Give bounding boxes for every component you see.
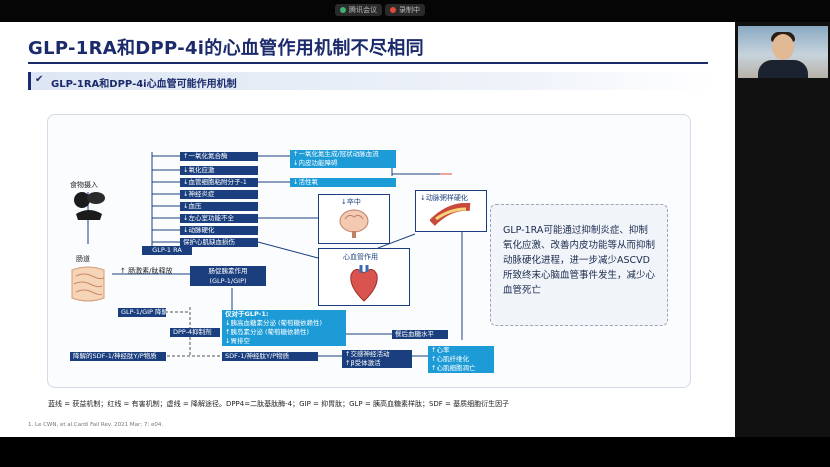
sympathetic-item: ↑β受体激活 [345,359,381,367]
effect-item: ↓血管细胞粘附分子-1 [180,178,258,187]
incretin-release-label: ↑ 肠激素/肽释放 [120,267,173,275]
sdf-active-box: SDF-1/神经肽Y/P物质 [222,352,318,361]
speaker-body [758,60,808,78]
effect-item: 保护心肌缺血损伤 [180,238,258,247]
artery-icon [430,203,471,226]
effect-item: ↓血压 [180,202,258,211]
dpp4-inhibitor-box: DPP-4抑制剂 [170,328,220,337]
record-icon [390,7,396,13]
glp1-only-title: 仅对于GLP-1: [225,310,269,318]
sympathetic-item: ↑交感神经活动 [345,350,390,358]
effect-item: ↑一氧化氮合酶 [180,152,258,161]
title-underline [28,62,708,64]
food-intake-label: 食物摄入 [70,181,98,189]
no-effect-item: ↑一氧化氮生成/冠状动脉血流 [290,150,396,159]
summary-text: GLP-1RA可能通过抑制炎症、抑制氧化应激、改善内皮功能等从而抑制动脉硬化进程… [503,225,656,296]
check-icon: ✔ [35,74,44,85]
meeting-top-bar: 腾讯会议 录制中 [0,0,830,22]
meeting-app-label: 腾讯会议 [349,6,377,14]
section-header: ✔ GLP-1RA和DPP-4i心血管可能作用机制 [28,72,713,90]
ros-item: ↓活性氧 [290,178,396,187]
effect-item: ↓神经炎症 [180,190,258,199]
speaker-video-thumbnail[interactable] [738,26,828,78]
degradation-box: GLP-1/GIP 降解 [118,308,166,317]
glucose-box: 餐后血糖水平 [392,330,448,339]
atherosclerosis-box: ↓动脉粥样硬化 [415,190,487,232]
legend-text: 蓝线 = 获益机制；红线 = 有害机制；虚线 = 降解途径。DPP4=二肽基肽酶… [48,400,510,408]
cardiac-harm-item: ↑心肌细胞凋亡 [431,364,476,372]
cardiac-harm-box: ↑心率 ↑心肌纤维化 ↑心肌细胞凋亡 [428,346,494,373]
summary-panel: GLP-1RA可能通过抑制炎症、抑制氧化应激、改善内皮功能等从而抑制动脉硬化进程… [490,204,668,326]
glp1-only-box: 仅对于GLP-1: ↓胰高血糖素分泌 (葡萄糖依赖性) ↑胰岛素分泌 (葡萄糖依… [222,310,346,346]
intestine-illustration [71,266,105,302]
shared-slide: GLP-1RA和DPP-4i的心血管作用机制不尽相同 ✔ GLP-1RA和DPP… [0,22,735,437]
glp1-only-item: ↑胰岛素分泌 (葡萄糖依赖性) [225,328,310,336]
recording-label: 录制中 [399,6,420,14]
glp1ra-tag: GLP-1 RA [142,246,192,255]
meeting-status-icon [340,7,346,13]
brain-icon [339,209,369,238]
sympathetic-box: ↑交感神经活动 ↑β受体激活 [342,350,412,368]
sdf-degraded-box: 降解的SDF-1/神经肽Y/P物质 [70,352,166,361]
food-illustration [74,192,105,220]
glp1-only-item: ↓胃排空 [225,337,250,345]
section-header-text: GLP-1RA和DPP-4i心血管可能作用机制 [51,79,237,90]
slide-title: GLP-1RA和DPP-4i的心血管作用机制不尽相同 [28,38,424,59]
effect-item: ↓动脉硬化 [180,226,258,235]
diagram-connectors [87,152,463,357]
meeting-app-pill[interactable]: 腾讯会议 [335,4,382,16]
meeting-bottom-bar [0,437,830,467]
effect-item: ↓氧化应激 [180,166,258,175]
cardiac-harm-item: ↑心率 [431,346,450,354]
speaker-face [772,34,794,60]
effect-item: ↓左心室功能不全 [180,214,258,223]
incretin-action-box: 肠促胰素作用 (GLP-1/GIP) [190,266,266,286]
heart-icon [350,265,378,302]
reference-text: 1. Le CWN, et al.Cardi Fail Rev. 2021 Ma… [28,422,164,428]
stroke-box: ↓卒中 [318,194,390,244]
cardiovascular-label: 心血管作用 [343,253,378,261]
stroke-label: ↓卒中 [341,198,361,206]
gut-label: 肠道 [76,255,90,263]
atherosclerosis-label: ↓动脉粥样硬化 [420,194,468,202]
cardiovascular-box: 心血管作用 [318,248,410,306]
video-sidebar [735,22,830,437]
cardiac-harm-item: ↑心肌纤维化 [431,355,469,363]
recording-pill[interactable]: 录制中 [385,4,425,16]
glp1-only-item: ↓胰高血糖素分泌 (葡萄糖依赖性) [225,319,323,327]
no-effect-item: ↓内皮功能障碍 [290,159,396,168]
